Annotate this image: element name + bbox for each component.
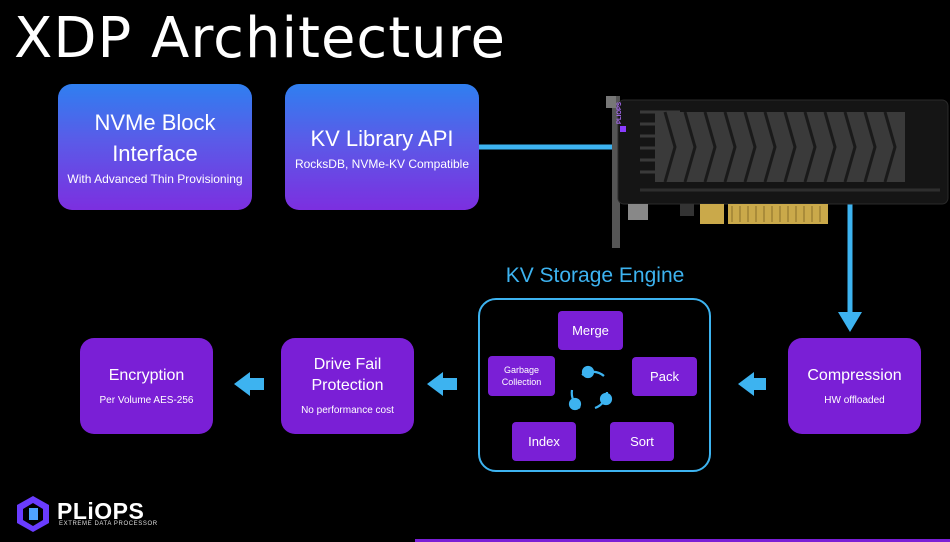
bottom-accent-bar [415, 539, 950, 542]
drive-fail-protection-title: Drive Fail Protection [311, 356, 384, 394]
nvme-block-interface-subtitle: With Advanced Thin Provisioning [67, 172, 243, 186]
engine-garbage-collection-box: Garbage Collection [488, 356, 555, 396]
engine-sort-box: Sort [610, 422, 674, 461]
drive-fail-protection-box: Drive Fail Protection No performance cos… [281, 338, 414, 434]
engine-index-box: Index [512, 422, 576, 461]
accelerator-card-image [606, 96, 949, 248]
kv-library-api-subtitle: RocksDB, NVMe-KV Compatible [294, 156, 470, 171]
compression-title: Compression [807, 366, 902, 384]
page-title: XDP Architecture [14, 6, 506, 71]
kv-library-api-box: KV Library API RocksDB, NVMe-KV Compatib… [285, 84, 479, 210]
pliops-logo-icon [17, 496, 49, 532]
cycle-icon [568, 365, 613, 411]
card-brand-label: PLIOPS [617, 101, 623, 124]
encryption-subtitle: Per Volume AES-256 [99, 394, 194, 406]
nvme-block-interface-box: NVMe Block Interface With Advanced Thin … [58, 84, 252, 210]
encryption-title: Encryption [108, 366, 185, 384]
left-arrow-icon [738, 372, 766, 396]
kv-storage-engine-frame [478, 298, 711, 472]
drive-fail-protection-subtitle: No performance cost [301, 405, 394, 416]
left-arrow-icon [427, 372, 457, 396]
kv-library-api-title: KV Library API [310, 125, 454, 151]
down-arrow-icon [838, 312, 862, 332]
logo-tagline: EXTREME DATA PROCESSOR [59, 521, 158, 527]
compression-subtitle: HW offloaded [824, 394, 885, 406]
engine-merge-box: Merge [558, 311, 623, 350]
encryption-box: Encryption Per Volume AES-256 [80, 338, 213, 434]
nvme-block-interface-title: NVMe Block Interface [94, 110, 216, 166]
kv-storage-engine-title: KV Storage Engine [505, 264, 685, 287]
left-arrow-icon [234, 372, 264, 396]
engine-pack-box: Pack [632, 357, 697, 396]
compression-box: Compression HW offloaded [788, 338, 921, 434]
logo-name: PLiOPS [57, 498, 145, 524]
